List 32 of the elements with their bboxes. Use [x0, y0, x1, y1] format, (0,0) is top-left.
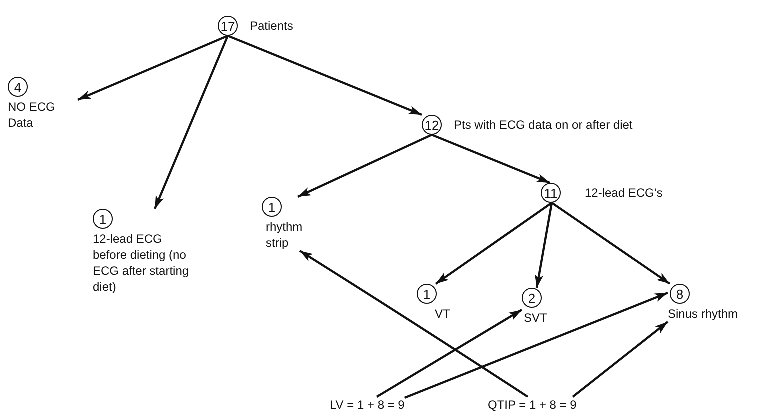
arrow: [154, 36, 230, 210]
count-circle: 1: [417, 284, 437, 304]
node-label: rhythm strip: [266, 219, 304, 251]
node-label: 12-lead ECG’s: [585, 185, 663, 201]
arrow: [435, 202, 553, 285]
count-circle: 8: [670, 284, 690, 304]
node-label: LV = 1 + 8 = 9: [330, 397, 405, 412]
node-label: 12-lead ECG before dieting (no ECG after starting diet): [93, 231, 190, 295]
node-label: Sinus rhythm: [668, 306, 738, 322]
arrow: [78, 34, 228, 102]
arrow: [228, 34, 422, 116]
count-circle: 4: [8, 77, 28, 97]
count-circle: 12: [422, 115, 442, 135]
arrow: [404, 292, 668, 400]
arrow: [432, 134, 550, 184]
arrow: [535, 202, 554, 288]
arrow: [572, 321, 669, 398]
count-circle: 2: [522, 288, 542, 308]
arrow: [299, 250, 529, 398]
arrow: [551, 202, 671, 285]
node-label: Patients: [250, 18, 294, 34]
count-circle: 11: [541, 183, 561, 203]
node-label: SVT: [524, 310, 548, 326]
count-circle: 1: [93, 209, 113, 229]
node-label: VT: [435, 306, 450, 322]
count-circle: 17: [218, 16, 238, 36]
node-label: NO ECG Data: [8, 99, 56, 131]
node-label: Pts with ECG data on or after diet: [454, 117, 633, 133]
arrow: [376, 309, 523, 398]
node-label: QTIP = 1 + 8 = 9: [488, 397, 577, 412]
count-circle: 1: [262, 197, 282, 217]
arrow: [298, 134, 432, 198]
